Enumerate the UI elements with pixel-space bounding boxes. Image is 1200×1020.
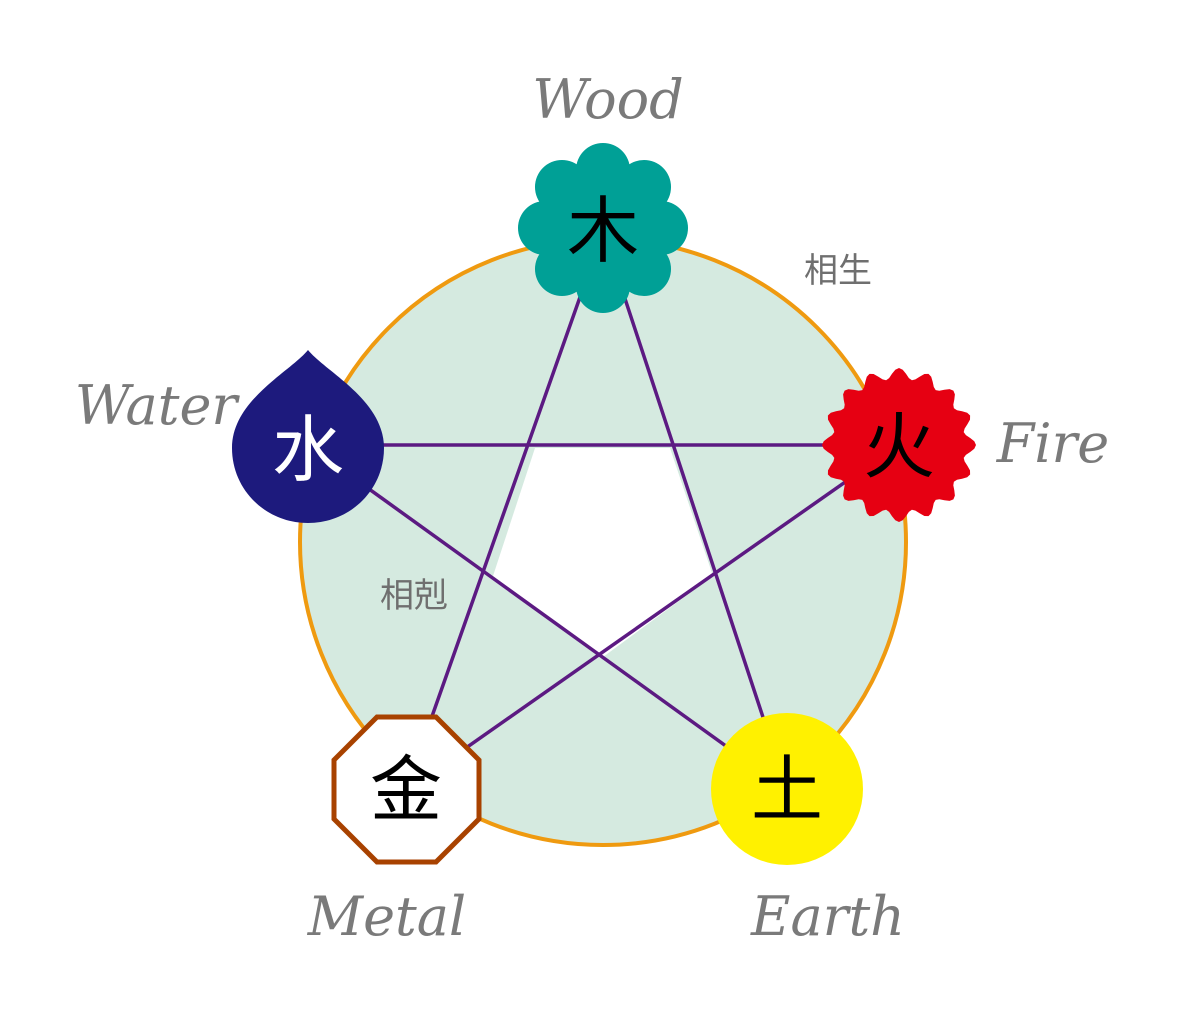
wood-flower-shape <box>518 143 688 313</box>
earth-glyph: 土 <box>751 748 823 832</box>
earth-element: 土 <box>711 713 863 865</box>
earth-label: Earth <box>750 885 905 948</box>
fire-seal-shape <box>822 368 976 522</box>
star-line-earth-water <box>306 443 789 792</box>
water-element: 水 <box>232 350 384 523</box>
fire-label: Fire <box>996 412 1110 475</box>
water-label: Water <box>75 374 241 437</box>
wood-label: Wood <box>532 68 683 131</box>
overcoming-cycle-star <box>306 231 900 792</box>
metal-label: Metal <box>307 885 466 948</box>
star-line-fire-metal <box>404 443 900 792</box>
wood-glyph: 木 <box>567 189 639 273</box>
water-glyph: 水 <box>272 408 344 492</box>
star-interior-pentagon <box>493 448 713 657</box>
metal-element: 金 <box>331 714 482 865</box>
overcoming-cycle-label: 相剋 <box>380 576 448 616</box>
star-line-metal-wood <box>404 231 605 791</box>
metal-glyph: 金 <box>370 748 442 832</box>
fire-element: 火 <box>822 368 976 522</box>
metal-octagon-shape <box>331 714 482 865</box>
earth-circle-shape <box>711 713 863 865</box>
wood-element: 木 <box>518 143 688 313</box>
water-droplet-shape <box>232 350 384 523</box>
generating-cycle-label: 相生 <box>804 251 872 291</box>
fire-glyph: 火 <box>863 405 935 489</box>
star-line-wood-earth <box>601 231 789 791</box>
